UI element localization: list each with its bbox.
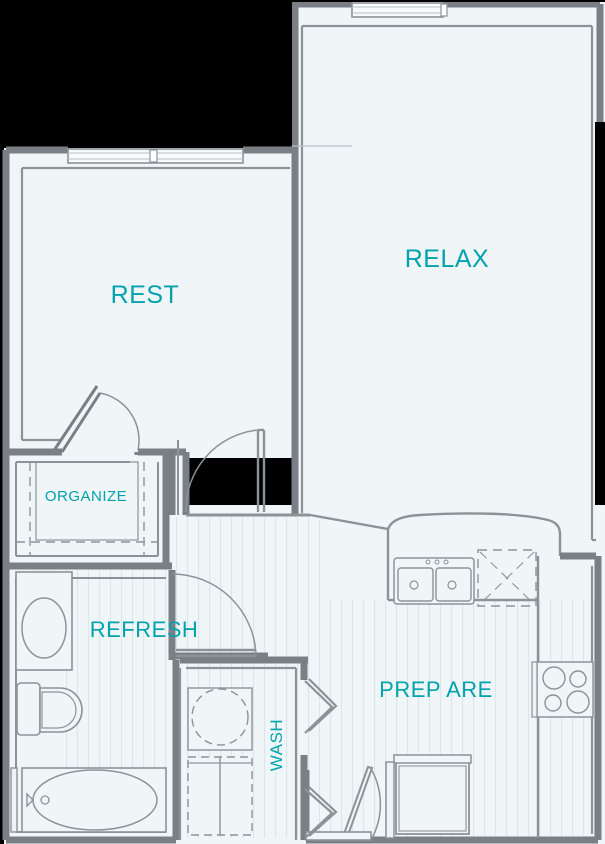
bedroom-window [67, 148, 244, 164]
living-window [351, 2, 448, 18]
toilet [16, 682, 83, 736]
bedroom-door [185, 428, 266, 513]
room-labels: REST RELAX ORGANIZE REFRESH PREP ARE WAS… [45, 245, 493, 771]
bathroom-fixtures [10, 571, 167, 833]
refrigerator [385, 754, 472, 839]
tile-floor-hatching [28, 517, 598, 838]
dishwasher [477, 549, 537, 607]
room-label-relax: RELAX [405, 245, 489, 273]
closet-shelving [16, 461, 158, 556]
entry-door [305, 765, 382, 841]
windows [67, 2, 448, 164]
room-label-refresh: REFRESH [90, 617, 199, 642]
doors [99, 392, 382, 841]
closet-door [99, 392, 140, 451]
room-label-wash: WASH [267, 719, 286, 771]
washer-dryer [187, 687, 253, 836]
vanity-sink [15, 571, 73, 671]
laundry-bifold [304, 678, 338, 839]
room-label-rest: REST [111, 281, 180, 309]
room-label-organize: ORGANIZE [45, 488, 127, 505]
void-mask [0, 0, 605, 146]
kitchen-fixtures [385, 549, 594, 839]
bathtub [10, 767, 167, 833]
four-burner-range [531, 661, 594, 718]
bathroom-door [171, 573, 257, 658]
room-label-prepare: PREP ARE [379, 677, 493, 702]
double-basin-sink [393, 557, 475, 605]
